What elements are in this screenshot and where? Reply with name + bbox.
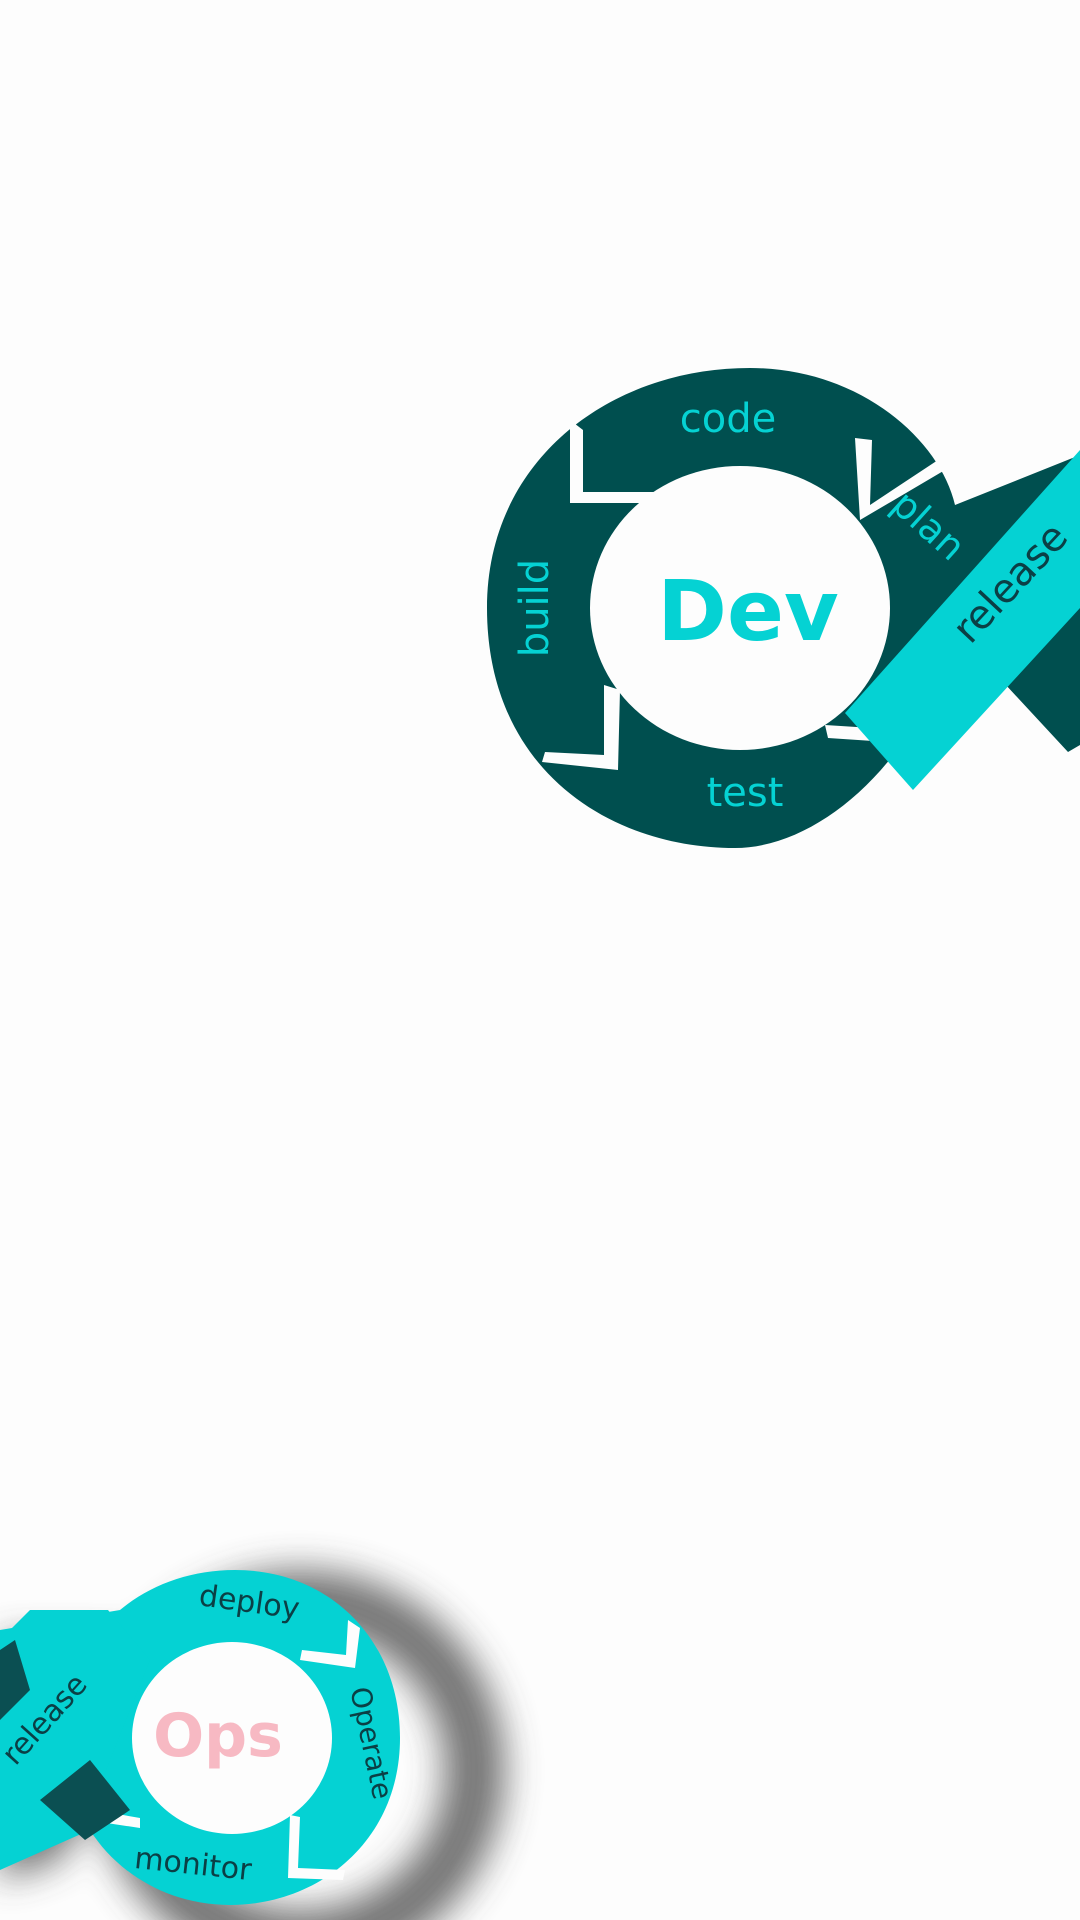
- dev-segment-code: code: [680, 396, 776, 442]
- ops-center-label: Ops: [153, 1701, 283, 1771]
- ops-cycle: release deploy Operate monitor Ops: [0, 1570, 505, 1920]
- ops-ring-hole: [132, 1642, 332, 1834]
- dev-cycle: release code plan build test Dev: [487, 368, 1080, 848]
- ops-release-ribbon: release: [0, 1610, 150, 1840]
- dev-center-label: Dev: [657, 562, 838, 660]
- dev-ring: [487, 368, 1080, 848]
- dev-segment-test: test: [707, 770, 784, 816]
- dev-ring-hole: [590, 466, 890, 750]
- dev-segment-build: build: [512, 559, 558, 657]
